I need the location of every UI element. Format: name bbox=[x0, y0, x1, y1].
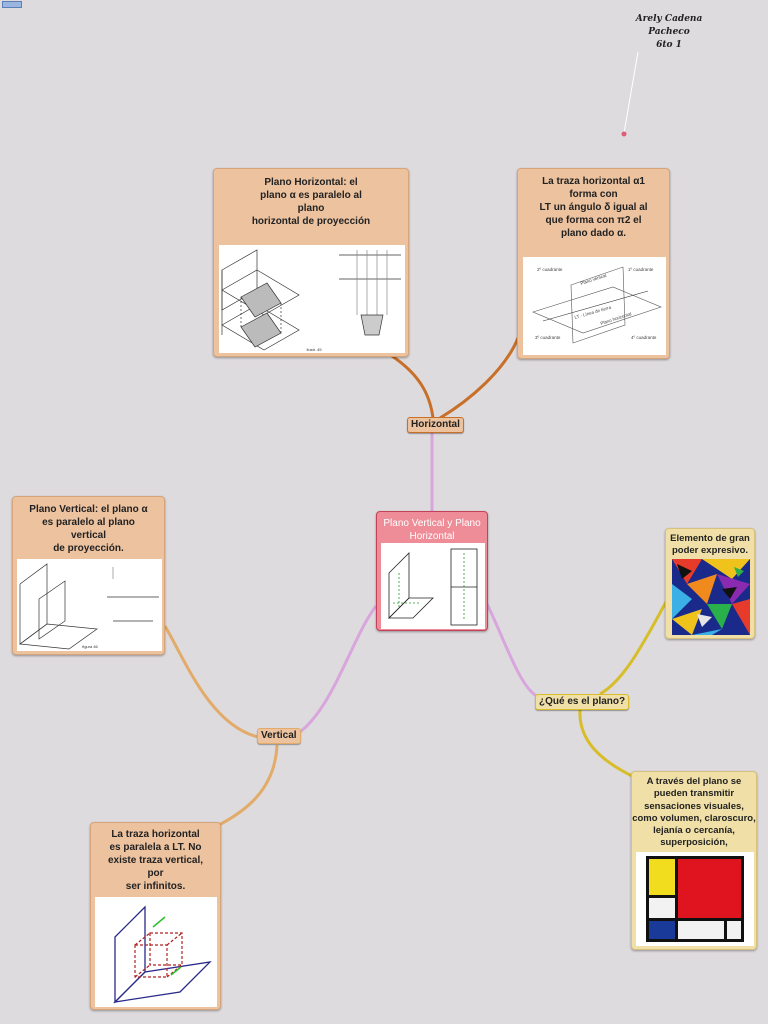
figure-cuadrantes: 2º cuadrante 1º cuadrante 3º cuadrante 4… bbox=[523, 257, 666, 355]
card-traza-horizontal-angulo-text: La traza horizontal α1 forma con LT un á… bbox=[539, 176, 648, 239]
connector-horizontal-right bbox=[439, 337, 520, 420]
central-node[interactable]: Plano Vertical y Plano Horizontal bbox=[376, 511, 488, 631]
connector-author-pin bbox=[623, 51, 639, 134]
card-traza-paralela[interactable]: La traza horizontal es paralela a LT. No… bbox=[90, 822, 221, 1010]
card-plano-vertical[interactable]: Plano Vertical: el plano α es paralelo a… bbox=[12, 496, 165, 655]
figure-plano-horizontal: Ilustr. 45 bbox=[219, 245, 405, 353]
figure-plano-vertical: figura 46 bbox=[17, 559, 162, 651]
branch-vertical[interactable]: Vertical bbox=[257, 728, 301, 744]
connector-horizontal-left bbox=[391, 354, 435, 419]
card-elemento[interactable]: Elemento de gran poder expresivo. bbox=[665, 528, 755, 639]
author-name: Arely Cadena Pacheco 6to 1 bbox=[635, 14, 703, 50]
branch-horizontal[interactable]: Horizontal bbox=[407, 417, 464, 433]
branch-que-es-el-plano[interactable]: ¿Qué es el plano? bbox=[535, 694, 630, 710]
connector-vertical-top bbox=[163, 625, 259, 739]
connector-center-vertical bbox=[289, 605, 378, 740]
window-corner-icon[interactable] bbox=[2, 1, 22, 8]
connector-que-sensaciones bbox=[578, 708, 633, 778]
author-pin-dot bbox=[621, 131, 627, 137]
card-plano-horizontal[interactable]: Plano Horizontal: el plano α es paralelo… bbox=[213, 168, 409, 357]
card-plano-horizontal-text: Plano Horizontal: el plano α es paralelo… bbox=[251, 177, 371, 227]
card-traza-horizontal-angulo[interactable]: La traza horizontal α1 forma con LT un á… bbox=[517, 168, 670, 359]
quadrant-label-3: 3º cuadrante bbox=[535, 335, 561, 340]
plane-label-vertical: Plano vertical bbox=[580, 273, 607, 286]
card-sensaciones-text: A través del plano se pueden transmitir … bbox=[632, 776, 756, 849]
fig-vertical-caption: figura 46 bbox=[82, 644, 98, 649]
card-elemento-text: Elemento de gran poder expresivo. bbox=[670, 533, 750, 556]
central-node-title: Plano Vertical y Plano Horizontal bbox=[383, 518, 481, 542]
card-sensaciones[interactable]: A través del plano se pueden transmitir … bbox=[631, 771, 757, 950]
connector-center-queesplano bbox=[485, 603, 541, 700]
fig-horizontal-caption: Ilustr. 45 bbox=[306, 347, 322, 352]
figure-central bbox=[381, 543, 485, 629]
card-plano-vertical-text: Plano Vertical: el plano α es paralelo a… bbox=[29, 504, 148, 554]
connector-vertical-bottom bbox=[214, 744, 279, 829]
quadrant-label-4: 4º cuadrante bbox=[631, 335, 657, 340]
card-traza-paralela-text: La traza horizontal es paralela a LT. No… bbox=[107, 829, 204, 892]
figure-cubo-planos bbox=[95, 897, 217, 1007]
figure-mondrian bbox=[636, 852, 754, 946]
connector-que-elemento bbox=[599, 601, 668, 696]
quadrant-label-1: 1º cuadrante bbox=[628, 267, 654, 272]
figure-collage-abstracto bbox=[672, 559, 750, 635]
quadrant-label-2: 2º cuadrante bbox=[537, 267, 563, 272]
